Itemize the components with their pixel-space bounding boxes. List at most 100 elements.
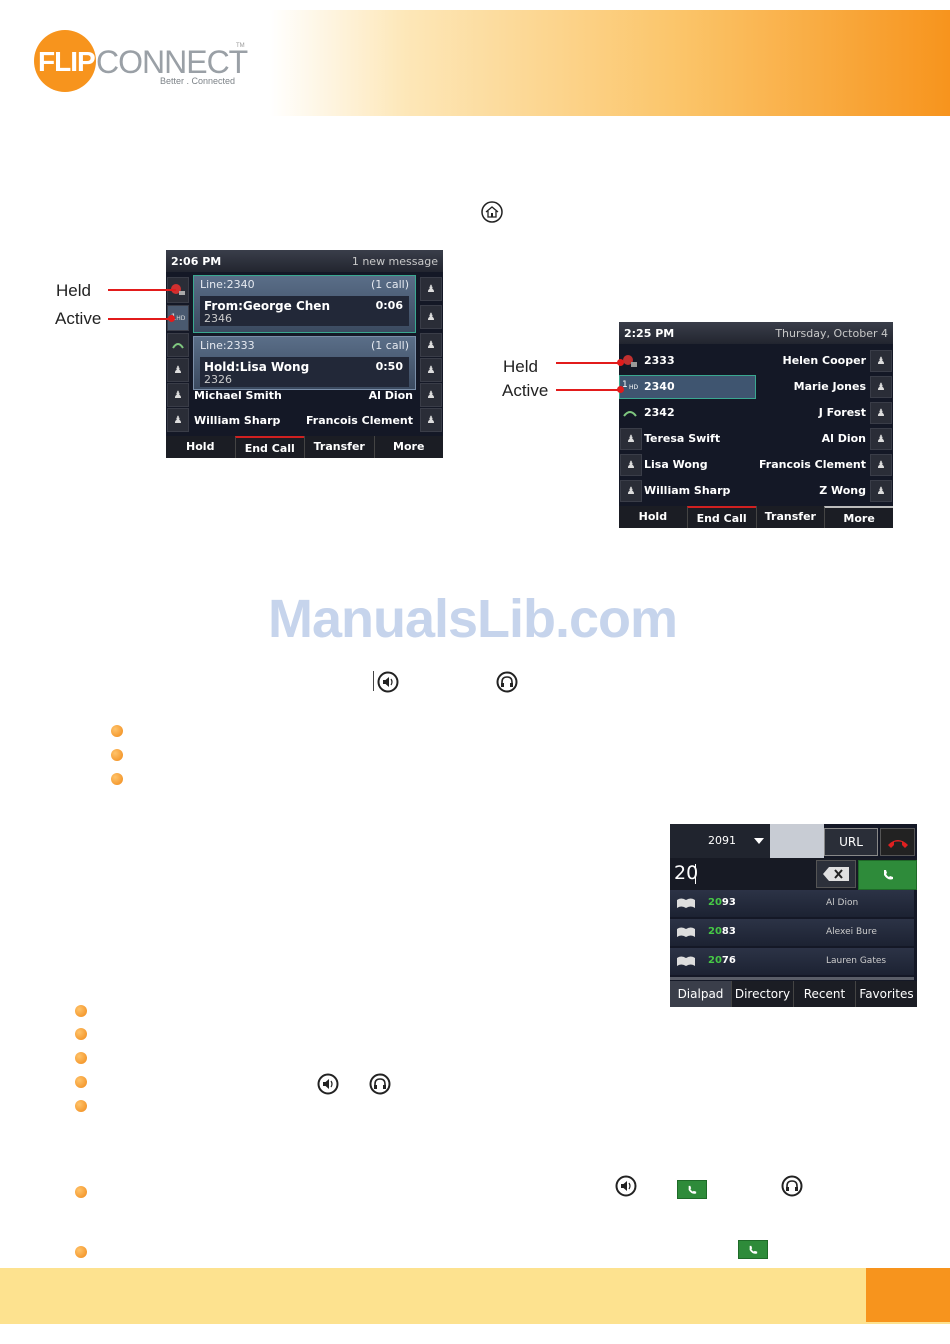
softkey-hold[interactable]: Hold xyxy=(638,510,668,523)
contact-icon[interactable]: ♟ xyxy=(420,408,442,432)
watermark: ManualsLib.com xyxy=(268,589,678,649)
scroll-track[interactable] xyxy=(670,977,914,980)
line-number: 1 xyxy=(622,380,628,390)
contact-icon[interactable]: ♟ xyxy=(167,358,189,382)
contact-left[interactable]: Michael Smith xyxy=(194,389,282,402)
active-arrow xyxy=(556,389,622,391)
contact-left: Lisa Wong xyxy=(644,458,708,471)
contact-icon[interactable]: ♟ xyxy=(167,408,189,432)
held-call-box[interactable]: Line:2333(1 call) Hold:Lisa Wong 0:50 23… xyxy=(193,336,416,390)
url-button[interactable]: URL xyxy=(824,828,878,856)
status-bar: 2:25 PM Thursday, October 4 xyxy=(619,322,893,344)
line-label: 2340 xyxy=(644,380,675,393)
held-arrow xyxy=(556,362,622,364)
match-row[interactable]: 2093 Al Dion xyxy=(670,890,914,917)
separator-bar xyxy=(373,671,374,691)
softkey-more[interactable]: More xyxy=(373,436,444,458)
contact-icon[interactable]: ♟ xyxy=(167,383,189,407)
contact-icon[interactable]: ♟ xyxy=(870,454,892,476)
line-3-icon[interactable] xyxy=(167,333,189,357)
match-name: Lauren Gates xyxy=(826,956,887,966)
call-icon xyxy=(738,1240,768,1259)
held-arrow xyxy=(108,289,176,291)
contact-row[interactable]: ♟ Lisa Wong Francois Clement xyxy=(619,453,893,477)
match-number-prefix: 20 xyxy=(708,897,722,908)
active-call-box[interactable]: Line:2340(1 call) From:George Chen 0:06 … xyxy=(193,275,416,333)
caller-number: 2326 xyxy=(204,373,232,386)
tab-dialpad[interactable]: Dialpad xyxy=(670,981,731,1007)
contact-icon[interactable]: ♟ xyxy=(420,305,442,329)
tab-bar: Dialpad Directory Recent Favorites xyxy=(670,981,917,1007)
softkey-transfer[interactable]: Transfer xyxy=(755,506,825,528)
contact-icon: ♟ xyxy=(620,428,642,450)
logo-circle xyxy=(34,30,96,92)
match-number-prefix: 20 xyxy=(708,955,722,966)
call-line: Line:2340 xyxy=(200,278,255,291)
line-row-held[interactable]: 2333 Helen Cooper xyxy=(619,349,893,373)
contact-right: Al Dion xyxy=(821,432,866,445)
contact-right[interactable]: Al Dion xyxy=(368,389,413,402)
contact-icon[interactable]: ♟ xyxy=(420,277,442,301)
softkey-end-call[interactable]: End Call xyxy=(234,436,304,458)
match-row[interactable]: 2083 Alexei Bure xyxy=(670,919,914,946)
contact-icon[interactable]: ♟ xyxy=(870,428,892,450)
softkey-more[interactable]: More xyxy=(824,506,893,528)
caller-name: Hold:Lisa Wong xyxy=(204,360,310,374)
tab-directory[interactable]: Directory xyxy=(731,981,793,1007)
dial-input-value: 20 xyxy=(674,862,699,884)
phone-screen-2: 2:25 PM Thursday, October 4 2333 Helen C… xyxy=(619,322,893,528)
bullet xyxy=(75,1100,87,1112)
bullet xyxy=(111,773,123,785)
bullet xyxy=(111,725,123,737)
active-label: Active xyxy=(502,381,549,400)
call-timer: 0:50 xyxy=(375,360,403,373)
contact-icon[interactable]: ♟ xyxy=(870,402,892,424)
footer-band xyxy=(0,1268,950,1324)
phone-screen-1: 2:06 PM 1 new message 1HD ♟ ♟ ♟ ♟ ♟ ♟ ♟ … xyxy=(166,250,443,458)
hangup-icon xyxy=(888,840,908,848)
contact-icon[interactable]: ♟ xyxy=(420,383,442,407)
dialpad-screen: 2091 URL 20 2093 Al Dion 2083 Alexei Bur… xyxy=(670,824,917,1007)
call-icon xyxy=(883,870,893,880)
match-row[interactable]: 2076 Lauren Gates xyxy=(670,948,914,975)
line-row-active[interactable]: 1 HD 2340 Marie Jones xyxy=(619,375,893,399)
contact-right[interactable]: Francois Clement xyxy=(305,414,413,427)
softkey-transfer[interactable]: Transfer xyxy=(304,436,374,458)
contact-right: Helen Cooper xyxy=(782,354,866,367)
bullet xyxy=(75,1186,87,1198)
phone-icon xyxy=(623,411,637,417)
contact-icon[interactable]: ♟ xyxy=(870,480,892,502)
contact-icon[interactable]: ♟ xyxy=(870,350,892,372)
status-time: 2:25 PM xyxy=(624,326,675,340)
contact-right: Marie Jones xyxy=(793,380,866,393)
phone-icon xyxy=(172,343,184,349)
hd-badge: HD xyxy=(629,384,639,391)
contact-icon[interactable]: ♟ xyxy=(870,376,892,398)
softkey-end-call[interactable]: End Call xyxy=(686,506,756,528)
line-row[interactable]: 2342 J Forest xyxy=(619,401,893,425)
active-line-highlight xyxy=(619,375,756,399)
directory-book-icon xyxy=(677,956,695,966)
backspace-icon xyxy=(823,867,849,881)
match-number-rest: 93 xyxy=(721,897,736,908)
headset-icon xyxy=(781,1175,803,1197)
status-bar: 2:06 PM 1 new message xyxy=(166,250,443,272)
match-name: Al Dion xyxy=(826,898,859,908)
contact-row[interactable]: ♟ William Sharp Z Wong xyxy=(619,479,893,503)
softkey-hold[interactable]: Hold xyxy=(186,440,215,453)
softkey-bar: Hold End Call Transfer More xyxy=(619,506,893,528)
backspace-button[interactable] xyxy=(816,860,856,888)
end-call-button[interactable] xyxy=(880,828,915,856)
tab-recent[interactable]: Recent xyxy=(793,981,855,1007)
chevron-down-icon xyxy=(754,838,764,844)
line-selector[interactable]: 2091 xyxy=(670,824,770,858)
contact-icon[interactable]: ♟ xyxy=(420,333,442,357)
dial-call-button[interactable] xyxy=(858,860,917,890)
contact-left[interactable]: William Sharp xyxy=(194,414,281,427)
line-label: 2342 xyxy=(644,406,675,419)
contact-left: Teresa Swift xyxy=(644,432,721,445)
contact-row[interactable]: ♟ Teresa Swift Al Dion xyxy=(619,427,893,451)
tab-favorites[interactable]: Favorites xyxy=(855,981,917,1007)
bullet xyxy=(75,1076,87,1088)
contact-icon[interactable]: ♟ xyxy=(420,358,442,382)
